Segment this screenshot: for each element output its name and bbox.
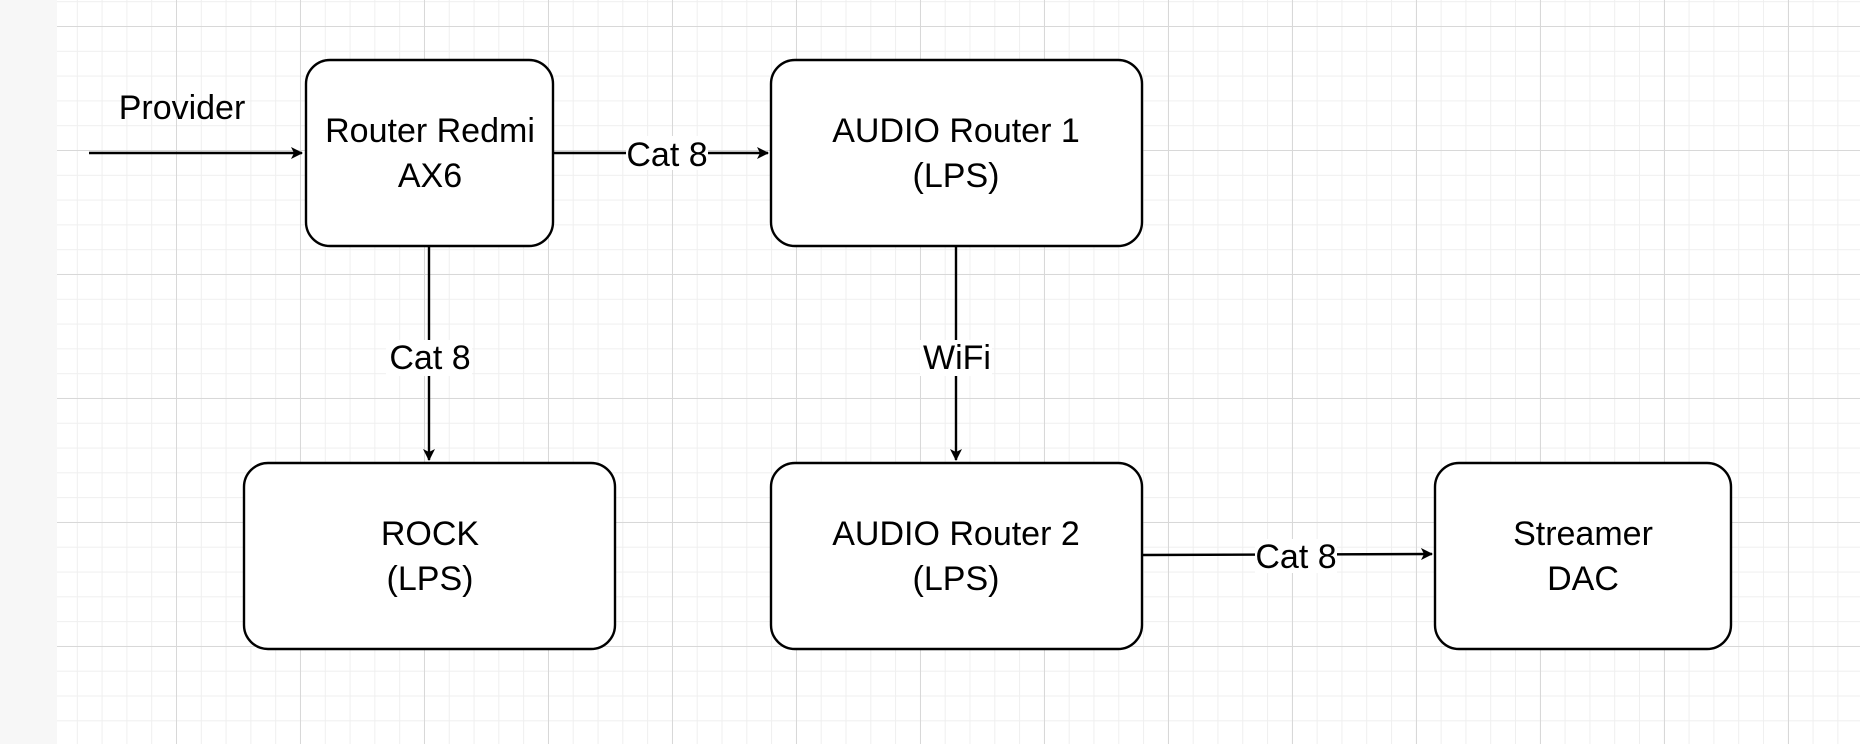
svg-text:(LPS): (LPS): [387, 560, 474, 598]
edge-label-redmi-to-rock: Cat 8: [386, 339, 472, 377]
edge-label-redmi-to-audio-router-1: Cat 8: [626, 136, 708, 174]
edge-label-provider: Provider: [119, 89, 246, 127]
svg-text:AX6: AX6: [398, 157, 462, 195]
svg-text:Provider: Provider: [119, 89, 246, 127]
svg-text:AUDIO Router 1: AUDIO Router 1: [832, 112, 1080, 150]
node-audio-router-2[interactable]: AUDIO Router 2 (LPS): [769, 461, 1144, 651]
svg-text:Cat 8: Cat 8: [1255, 538, 1336, 576]
svg-text:Cat 8: Cat 8: [626, 136, 707, 174]
svg-text:AUDIO Router 2: AUDIO Router 2: [832, 515, 1080, 553]
svg-text:Streamer: Streamer: [1513, 515, 1653, 553]
node-router-redmi[interactable]: Router Redmi AX6: [304, 58, 555, 248]
svg-text:(LPS): (LPS): [913, 560, 1000, 598]
node-rock[interactable]: ROCK (LPS): [242, 461, 617, 651]
node-streamer-dac[interactable]: Streamer DAC: [1433, 461, 1733, 651]
svg-text:Router Redmi: Router Redmi: [325, 112, 535, 150]
svg-text:ROCK: ROCK: [381, 515, 480, 553]
svg-text:WiFi: WiFi: [923, 339, 991, 377]
edge-label-audio-router-1-to-audio-router-2: WiFi: [920, 339, 992, 377]
svg-text:Cat 8: Cat 8: [389, 339, 470, 377]
node-audio-router-1[interactable]: AUDIO Router 1 (LPS): [769, 58, 1144, 248]
edge-label-audio-router-2-to-streamer: Cat 8: [1255, 538, 1337, 576]
svg-text:(LPS): (LPS): [913, 157, 1000, 195]
svg-text:DAC: DAC: [1547, 560, 1619, 598]
